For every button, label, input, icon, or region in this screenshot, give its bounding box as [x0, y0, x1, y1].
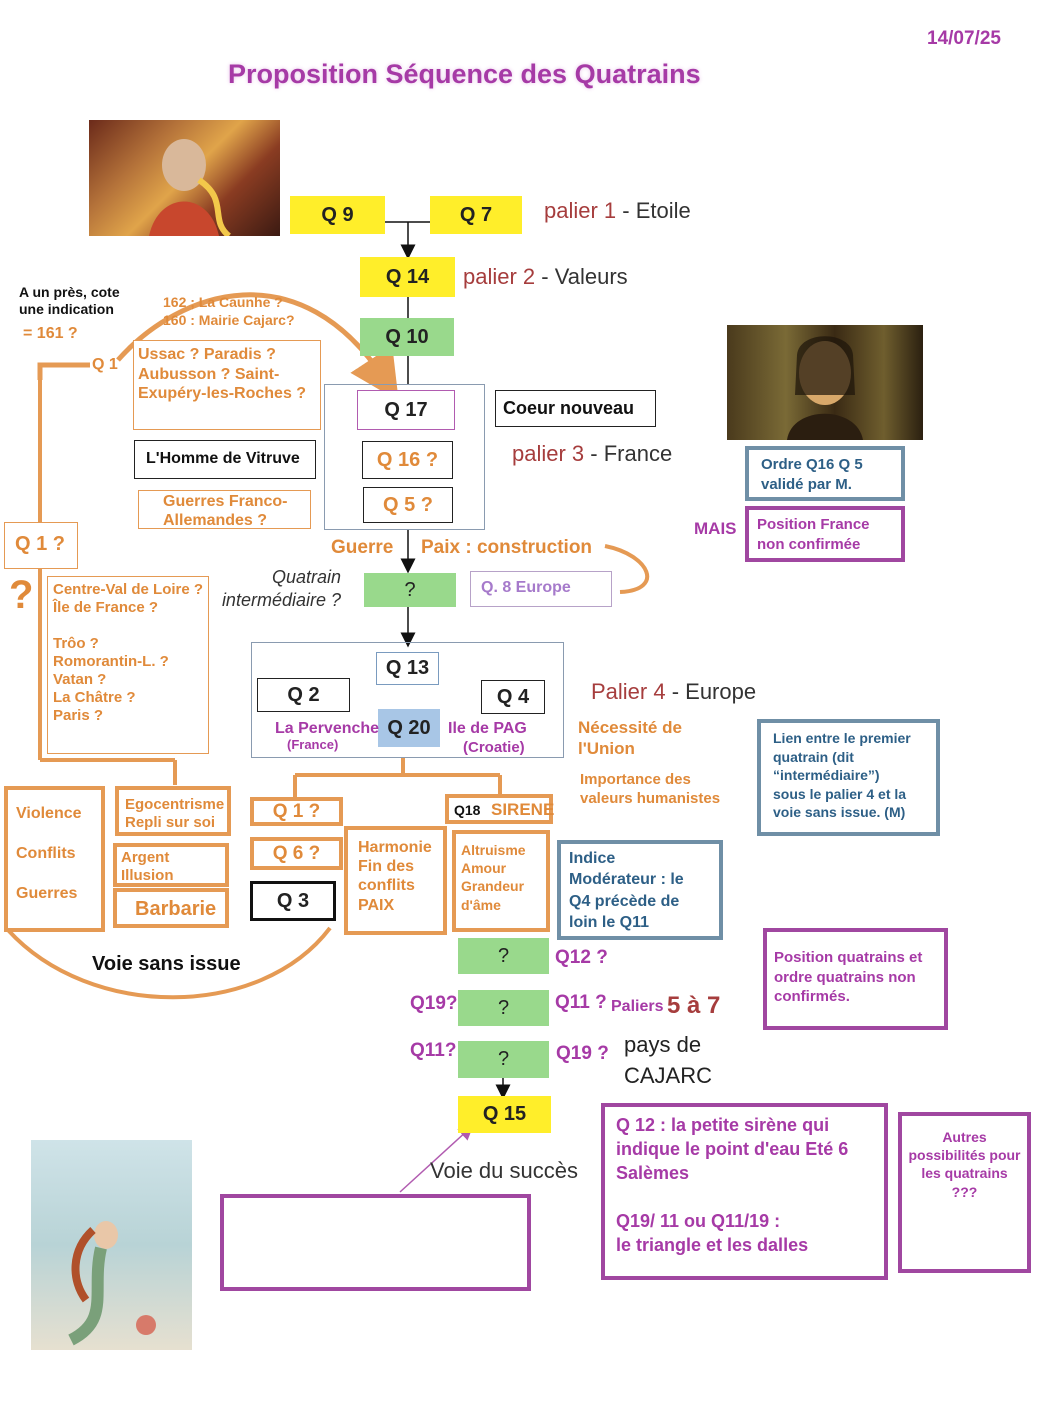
node-q9[interactable]: Q 9	[290, 196, 385, 234]
near-cote-label: A un près, cote une indication	[19, 284, 120, 317]
palier-3-name: palier 3	[512, 441, 585, 466]
argent-box: Argent Illusion Apparence	[113, 843, 229, 902]
node-q7[interactable]: Q 7	[430, 196, 522, 234]
guerres-franco-box: Guerres Franco- Allemandes ?	[138, 490, 311, 529]
palier-3-label: palier 3 - France	[512, 441, 672, 467]
palier-4-container	[251, 642, 564, 758]
mona-lisa-image	[727, 325, 923, 440]
empty-purple-box	[220, 1194, 531, 1291]
node-q16[interactable]: Q 16 ?	[362, 441, 453, 479]
croatie-label: (Croatie)	[463, 739, 525, 756]
caunhe-label: 162 ; La Caunhe ? 160 : Mairie Cajarc?	[163, 294, 295, 328]
palier-3-rest: - France	[584, 441, 673, 466]
voie-sans-issue-label: Voie sans issue	[92, 953, 241, 975]
node-q5[interactable]: Q 5 ?	[363, 487, 453, 523]
paliers-prefix-label: Paliers	[611, 998, 664, 1015]
ussac-box: Ussac ? Paradis ? Aubusson ? Saint- Exup…	[133, 340, 321, 430]
harmonie-box: Harmonie Fin des conflits PAIX	[344, 826, 447, 935]
autres-box: Autres possibilités pour les quatrains ?…	[898, 1112, 1031, 1273]
node-q2[interactable]: Q 2	[257, 678, 350, 712]
q12-sirene-box: Q 12 : la petite sirène qui indique le p…	[601, 1103, 888, 1280]
node-q18: Q18	[454, 802, 481, 818]
q8-europe-box: Q. 8 Europe	[470, 571, 612, 607]
palier-2-label: palier 2 - Valeurs	[463, 264, 628, 290]
date-label: 14/07/25	[927, 28, 1001, 49]
q11q-label: Q11 ?	[555, 992, 607, 1013]
portrait-icon	[787, 336, 863, 440]
altruisme-box: Altruisme Amour Grandeur d'âme	[452, 830, 550, 932]
node-q15[interactable]: Q 15	[458, 1096, 551, 1133]
node-step-3[interactable]: ?	[458, 1041, 549, 1078]
node-q4[interactable]: Q 4	[481, 680, 545, 714]
importance-valeurs-label: Importance des valeurs humanistes	[580, 771, 721, 807]
palier-1-name: palier 1	[544, 198, 617, 223]
palier-3-container	[324, 384, 485, 530]
eq-161-label: = 161 ?	[23, 325, 78, 342]
q19-left-label: Q19?	[410, 993, 458, 1014]
position-quatrains-box: Position quatrains et ordre quatrains no…	[763, 928, 948, 1030]
q1-curve-label: Q 1	[92, 356, 118, 373]
page-title: Proposition Séquence des Quatrains	[228, 59, 701, 89]
ordre-box: Ordre Q16 Q 5 validé par M.	[745, 446, 905, 501]
node-q1-mid[interactable]: Q 1 ?	[250, 797, 343, 826]
q18-sirene-box[interactable]: Q18 SIRENE	[445, 794, 555, 824]
palier-4-name: Palier 4	[591, 679, 666, 704]
node-q17[interactable]: Q 17	[357, 390, 455, 430]
q11-left-label: Q11?	[410, 1040, 457, 1061]
mermaid-icon	[68, 1221, 156, 1346]
lien-box: Lien entre le premier quatrain (dit “int…	[757, 719, 940, 836]
palier-2-name: palier 2	[463, 264, 536, 289]
q12q-label: Q12 ?	[555, 947, 608, 968]
palier-4-rest: - Europe	[665, 679, 757, 704]
la-pervenche-label: La Pervenche	[275, 720, 380, 737]
position-france-box: Position France non confirmée	[745, 506, 905, 562]
paliers-5-7-label: 5 à 7	[667, 992, 721, 1019]
node-q10[interactable]: Q 10	[360, 318, 454, 356]
palier-2-rest: - Valeurs	[535, 264, 628, 289]
voie-succes-label: Voie du succès	[430, 1158, 578, 1183]
indice-box: Indice Modérateur : le Q4 précède de loi…	[557, 840, 723, 940]
node-q13[interactable]: Q 13	[376, 652, 439, 685]
node-q14[interactable]: Q 14	[360, 257, 455, 297]
france-label: (France)	[287, 737, 339, 752]
palier-4-label: Palier 4 - Europe	[591, 679, 756, 705]
node-step-2[interactable]: ?	[458, 990, 549, 1026]
egocentrisme-box: Egocentrisme Repli sur soi	[115, 786, 231, 836]
palier-1-label: palier 1 - Etoile	[544, 198, 691, 224]
question-mark-label: ?	[9, 573, 34, 617]
node-intermediate[interactable]: ?	[364, 573, 456, 607]
q19q-label: Q19 ?	[556, 1043, 609, 1064]
mais-label: MAIS	[694, 519, 737, 538]
ile-de-pag-label: Ile de PAG	[448, 720, 527, 737]
node-q6[interactable]: Q 6 ?	[250, 837, 343, 870]
paix-label: Paix : construction	[421, 537, 593, 558]
sirene-label: SIRENE	[491, 800, 555, 819]
necessite-union-label: Nécessité de l'Union	[578, 718, 682, 759]
q1-side-box[interactable]: Q 1 ?	[4, 522, 78, 569]
klimt-painting-image	[89, 120, 280, 236]
node-q3[interactable]: Q 3	[250, 881, 336, 921]
pays-cajarc-label: pays de CAJARC	[624, 1032, 713, 1088]
node-q20[interactable]: Q 20	[378, 709, 440, 747]
figure-icon	[149, 139, 232, 236]
quatrain-intermediaire-label: Quatrain intermédiaire ?	[221, 567, 341, 610]
places-box: Centre-Val de Loire ? Île de France ? Tr…	[47, 576, 209, 754]
mermaid-image	[31, 1140, 192, 1350]
node-step-1[interactable]: ?	[458, 938, 549, 974]
violence-box: Violence Conflits Guerres	[4, 786, 105, 932]
palier-1-rest: - Etoile	[616, 198, 691, 223]
coeur-nouveau-box: Coeur nouveau	[495, 390, 656, 427]
vitruve-box: L'Homme de Vitruve	[134, 440, 316, 479]
guerre-label: Guerre	[331, 537, 394, 558]
barbarie-box: Barbarie	[113, 888, 229, 928]
